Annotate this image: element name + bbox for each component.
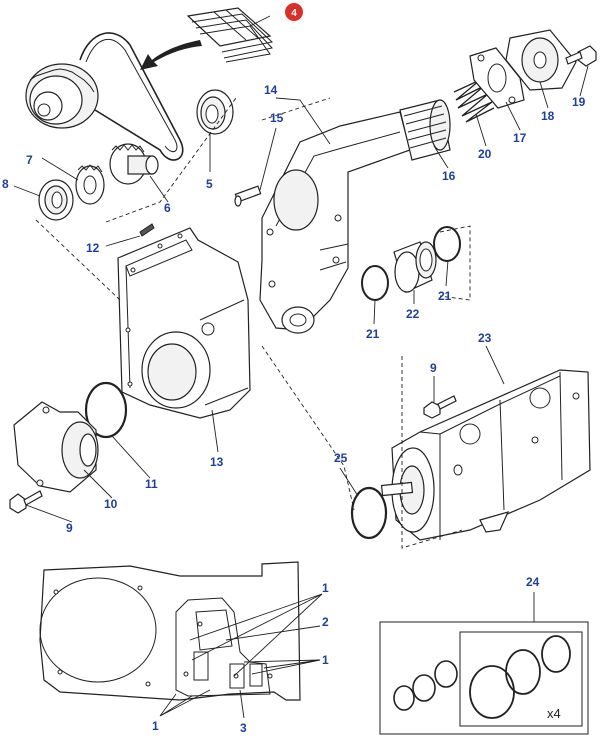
bearing-5 bbox=[196, 89, 234, 135]
adapter-housing-14 bbox=[259, 111, 411, 334]
callout-16: 16 bbox=[442, 169, 456, 183]
callout-1-right: 1 bbox=[322, 653, 329, 667]
arrow-icon bbox=[140, 40, 202, 70]
callout-19: 19 bbox=[572, 95, 586, 109]
spring-20 bbox=[453, 79, 495, 123]
hydraulic-pump-23 bbox=[380, 369, 591, 541]
bolt-9-pump bbox=[423, 395, 457, 419]
drive-pulley bbox=[25, 63, 99, 129]
sleeve-22 bbox=[393, 241, 437, 293]
callout-1-bottom: 1 bbox=[152, 719, 159, 733]
callout-12: 12 bbox=[86, 241, 100, 255]
callout-14: 14 bbox=[264, 83, 278, 97]
callout-9-left: 9 bbox=[66, 521, 73, 535]
svg-text:4: 4 bbox=[291, 8, 297, 19]
callout-1-top: 1 bbox=[322, 581, 329, 595]
kit-number-badge: 4 bbox=[285, 3, 303, 21]
callout-11: 11 bbox=[145, 477, 158, 491]
pin-15 bbox=[234, 185, 262, 207]
plate-17 bbox=[469, 47, 525, 109]
callout-21-lower: 21 bbox=[366, 327, 380, 341]
callout-7: 7 bbox=[26, 153, 33, 167]
bolt-19 bbox=[565, 45, 597, 67]
gear-6 bbox=[109, 143, 159, 185]
housing-13 bbox=[117, 227, 251, 419]
seal-kit-24: x4 bbox=[379, 621, 589, 735]
gearbox-housing-outline bbox=[39, 561, 301, 701]
bearing-8 bbox=[38, 179, 74, 221]
callout-15: 15 bbox=[270, 111, 284, 125]
callout-25: 25 bbox=[334, 451, 348, 465]
callout-6: 6 bbox=[164, 201, 171, 215]
callout-22: 22 bbox=[406, 307, 420, 321]
sprocket-7 bbox=[75, 164, 105, 205]
callout-21-upper: 21 bbox=[438, 289, 452, 303]
callout-5: 5 bbox=[206, 177, 213, 191]
bolt-9-left bbox=[9, 490, 43, 514]
o-ring-25 bbox=[350, 486, 388, 540]
snap-ring-21-lower bbox=[361, 265, 389, 301]
callout-24: 24 bbox=[526, 575, 540, 589]
callout-2: 2 bbox=[322, 615, 329, 629]
callout-3: 3 bbox=[240, 721, 247, 735]
dowel-pin-12 bbox=[139, 223, 155, 237]
cover-10 bbox=[13, 401, 99, 493]
callout-20: 20 bbox=[478, 147, 492, 161]
callout-18: 18 bbox=[541, 109, 555, 123]
cap-18 bbox=[505, 29, 577, 91]
callout-labels: 5 6 7 8 12 13 11 10 9 14 15 16 20 17 18 … bbox=[2, 83, 586, 735]
callout-8: 8 bbox=[2, 177, 9, 191]
callout-10: 10 bbox=[104, 497, 118, 511]
drive-belt bbox=[79, 32, 184, 161]
snap-ring-21-upper bbox=[433, 226, 461, 262]
callout-9-pump: 9 bbox=[430, 361, 437, 375]
spline-shaft-16 bbox=[399, 99, 451, 161]
belt-drive-group bbox=[25, 32, 234, 221]
o-ring-11 bbox=[84, 381, 128, 439]
kit-4 bbox=[186, 7, 274, 63]
leader-lines bbox=[13, 15, 589, 719]
callout-23: 23 bbox=[478, 331, 492, 345]
seal-kit-quantity: x4 bbox=[547, 706, 561, 721]
callout-17: 17 bbox=[513, 131, 527, 145]
callout-13: 13 bbox=[210, 455, 224, 469]
